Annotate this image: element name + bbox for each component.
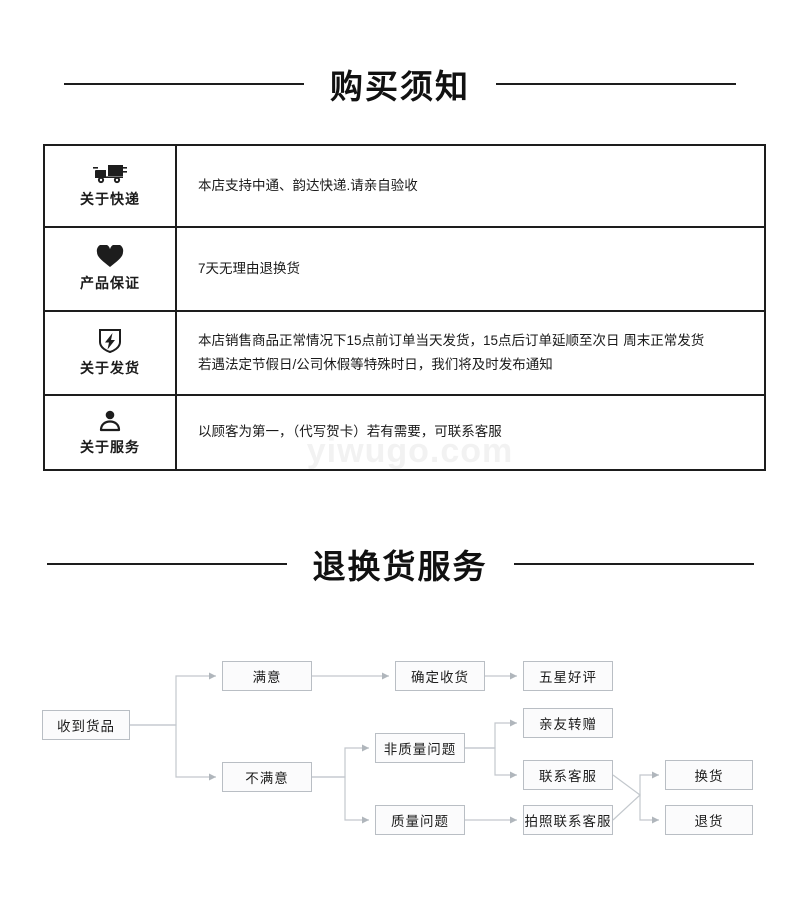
lightning-shield-icon <box>98 328 122 354</box>
flow-node-received[interactable]: 收到货品 <box>42 710 130 740</box>
table-cell-text: 若遇法定节假日/公司休假等特殊时日，我们将及时发布通知 <box>198 356 553 372</box>
section-heading-returns: 退换货服务 <box>0 540 800 588</box>
flow-node-refund[interactable]: 退货 <box>665 805 753 835</box>
page-title-purchase: 购买须知 <box>330 67 470 106</box>
edge-nonquality-contact <box>465 747 517 779</box>
table-row-content-cell: 本店销售商品正常情况下15点前订单当天发货，15点后订单延顺至次日 周末正常发货… <box>177 312 764 394</box>
delivery-truck-icon <box>93 163 127 185</box>
heading-rule-right <box>513 563 754 565</box>
edge-unsatisfied-quality <box>312 776 369 824</box>
flow-node-satisfied[interactable]: 满意 <box>222 661 312 691</box>
table-cell-text: 以顾客为第一，（代写贺卡）若有需要，可联系客服 <box>198 424 502 440</box>
table-row-label: 关于发货 <box>80 360 140 376</box>
flow-node-photo-contact[interactable]: 拍照联系客服 <box>523 805 613 835</box>
person-icon <box>98 409 122 433</box>
table-row-label-cell: 产品保证 <box>45 228 177 310</box>
flow-node-unsatisfied[interactable]: 不满意 <box>222 762 312 792</box>
table-row: 关于服务 以顾客为第一，（代写贺卡）若有需要，可联系客服 <box>45 396 764 469</box>
table-row-label: 关于服务 <box>80 438 140 455</box>
table-row-content-cell: 7天无理由退换货 <box>177 228 764 310</box>
table-row-content-cell: 本店支持中通、韵达快递.请亲自验收 <box>177 146 764 226</box>
section-heading-purchase: 购买须知 <box>0 60 800 108</box>
table-row-label: 产品保证 <box>80 275 140 291</box>
table-row-label-cell: 关于发货 <box>45 312 177 394</box>
flow-node-quality[interactable]: 质量问题 <box>375 805 465 835</box>
heading-rule-left <box>64 83 304 85</box>
table-cell-text: 本店支持中通、韵达快递.请亲自验收 <box>198 177 418 193</box>
flow-node-five-star[interactable]: 五星好评 <box>523 661 613 691</box>
page-title-returns: 退换货服务 <box>312 547 488 586</box>
heading-rule-left <box>46 563 287 565</box>
flow-node-gift-friend[interactable]: 亲友转赠 <box>523 708 613 738</box>
table-row-label: 关于快递 <box>80 191 140 207</box>
flow-node-non-quality[interactable]: 非质量问题 <box>375 733 465 763</box>
table-row: 产品保证 7天无理由退换货 <box>45 228 764 312</box>
edge-received-satisfied <box>130 672 216 726</box>
table-cell-text: 本店销售商品正常情况下15点前订单当天发货，15点后订单延顺至次日 周末正常发货 <box>198 332 705 348</box>
table-row: 关于快递 本店支持中通、韵达快递.请亲自验收 <box>45 146 764 228</box>
flow-node-confirm-receipt[interactable]: 确定收货 <box>395 661 485 691</box>
connector-group <box>130 672 659 824</box>
purchase-info-table: 关于快递 本店支持中通、韵达快递.请亲自验收 产品保证 7天无理由退换货 <box>43 144 766 471</box>
edge-unsatisfied-nonquality <box>312 744 369 778</box>
returns-flowchart: 收到货品 满意 不满意 确定收货 五星好评 非质量问题 质量问题 亲友转赠 联系… <box>0 640 800 870</box>
edge-nonquality-gift <box>465 719 517 749</box>
edge-contact-exchange <box>612 771 659 797</box>
table-row-label-cell: 关于服务 <box>45 396 177 469</box>
edge-received-unsatisfied <box>130 724 216 781</box>
table-row-content-cell: 以顾客为第一，（代写贺卡）若有需要，可联系客服 <box>177 396 764 469</box>
flowchart-connectors <box>130 672 659 824</box>
heart-icon <box>96 244 124 269</box>
table-row-label-cell: 关于快递 <box>45 146 177 226</box>
flow-node-exchange[interactable]: 换货 <box>665 760 753 790</box>
heading-rule-right <box>496 83 736 85</box>
edge-photo-refund <box>612 793 659 824</box>
table-cell-text: 7天无理由退换货 <box>198 260 301 276</box>
table-row: 关于发货 本店销售商品正常情况下15点前订单当天发货，15点后订单延顺至次日 周… <box>45 312 764 396</box>
flow-node-contact-service[interactable]: 联系客服 <box>523 760 613 790</box>
